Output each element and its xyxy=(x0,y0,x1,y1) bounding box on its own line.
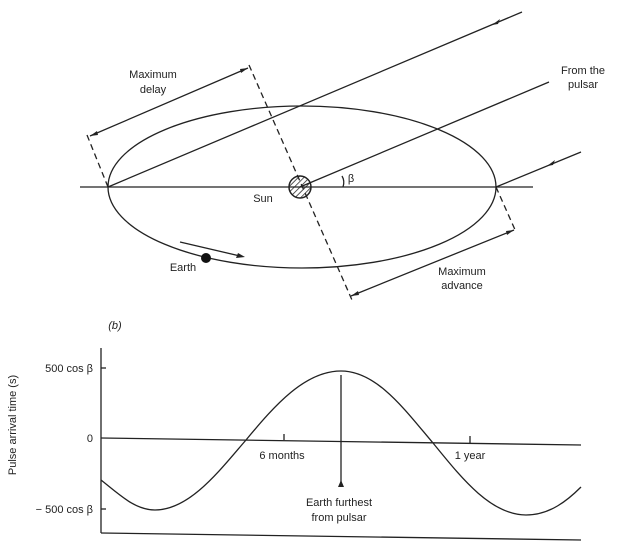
x-tick-label: 6 months xyxy=(259,450,305,462)
y-tick-label: 0 xyxy=(87,433,93,445)
max-advance-label: Maximum xyxy=(438,266,486,278)
ray-arrow-icon xyxy=(492,19,500,25)
wavefront-middle xyxy=(248,64,353,301)
annotation-label: Earth furthest xyxy=(306,497,372,509)
arrival-time-curve xyxy=(100,370,582,516)
y-tick-label: 500 cos β xyxy=(45,363,93,375)
max-delay-dimension xyxy=(89,67,249,137)
sun-icon xyxy=(288,175,312,199)
earth-icon xyxy=(201,253,211,263)
ray-arrow-icon xyxy=(547,160,555,166)
arrowhead-icon xyxy=(351,291,359,296)
max-advance-label: advance xyxy=(441,280,483,292)
x-tick-label: 1 year xyxy=(455,450,486,462)
beta-angle-arc xyxy=(341,175,345,188)
arrowhead-icon xyxy=(90,131,98,136)
wavefront-right xyxy=(495,186,517,233)
arrowhead-icon xyxy=(236,253,245,258)
max-delay-label: delay xyxy=(140,84,167,96)
pulsar-ray-middle xyxy=(299,81,550,188)
bottom-axis xyxy=(100,532,582,541)
sun-label: Sun xyxy=(253,193,273,205)
from-pulsar-label: From the xyxy=(561,65,605,77)
from-pulsar-label: pulsar xyxy=(568,79,598,91)
arrowhead-icon xyxy=(240,68,248,73)
max-delay-label: Maximum xyxy=(129,69,177,81)
beta-label: β xyxy=(348,173,354,185)
wavefront-left xyxy=(86,134,109,188)
y-axis-label: Pulse arrival time (s) xyxy=(7,375,19,475)
arrival-time-graph: (b) 500 cos β 0 − 500 cos β 6 months 1 y… xyxy=(7,320,582,541)
orbit-diagram: Maximum delay Maximum advance From the p… xyxy=(80,11,605,301)
arrowhead-icon xyxy=(506,230,514,235)
pulsar-ray-top xyxy=(107,11,523,188)
annotation-label: from pulsar xyxy=(311,512,366,524)
max-advance-dimension xyxy=(350,229,515,297)
y-tick-label: − 500 cos β xyxy=(36,504,93,516)
orbit-direction-arrow xyxy=(179,241,241,257)
earth-label: Earth xyxy=(170,262,196,274)
pulsar-ray-bottom xyxy=(495,151,582,188)
arrowhead-icon xyxy=(338,480,344,487)
panel-label: (b) xyxy=(108,320,122,332)
